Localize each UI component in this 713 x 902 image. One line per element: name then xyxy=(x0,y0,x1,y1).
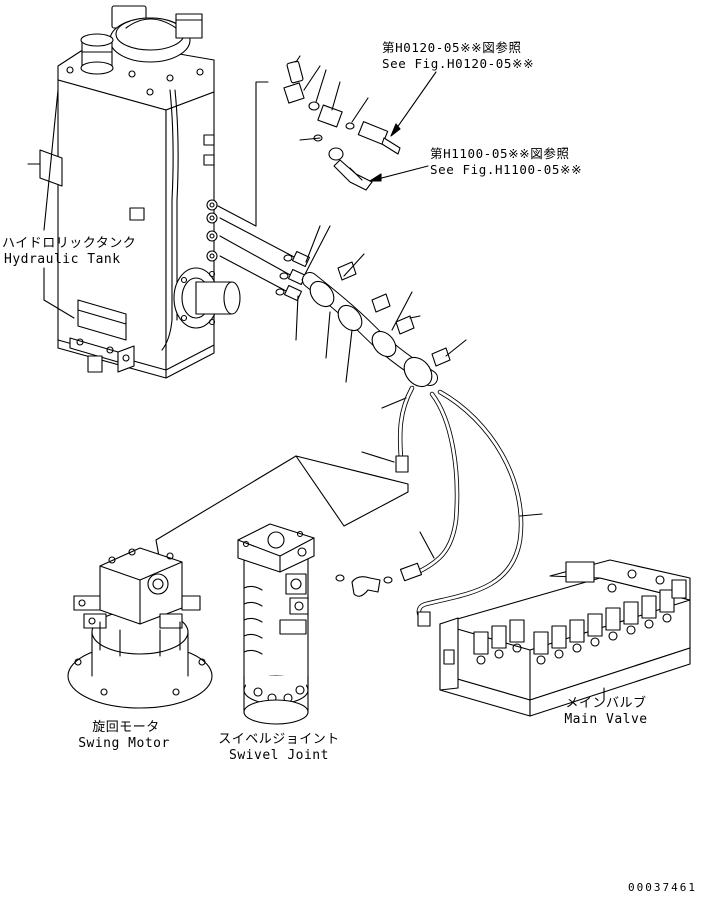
valve-spools xyxy=(474,590,674,664)
hose-bundle xyxy=(305,254,466,392)
tank-ports xyxy=(207,200,217,261)
hydraulic-tank-drawing xyxy=(40,6,240,378)
swivel-joint-label-en: Swivel Joint xyxy=(229,748,329,763)
leader-tank-top xyxy=(44,90,58,230)
reference-1-en: See Fig.H0120-05※※ xyxy=(382,56,535,71)
hydraulic-tank-label-jp: ハイドロリックタンク xyxy=(2,236,137,251)
swing-motor-label-jp: 旋回モータ xyxy=(92,720,160,735)
main-valve-label-en: Main Valve xyxy=(564,712,648,727)
hoses xyxy=(336,388,542,626)
reference-1-jp: 第H0120-05※※図参照 xyxy=(382,40,522,55)
main-valve-label-jp: メインバルブ xyxy=(565,696,647,711)
reference-2-en: See Fig.H1100-05※※ xyxy=(430,162,583,177)
drain-line-outline xyxy=(296,456,408,526)
tank-port-fittings xyxy=(220,218,330,340)
hydraulic-tank-label-en: Hydraulic Tank xyxy=(4,252,121,267)
return-line-parts xyxy=(218,56,436,226)
swivel-joint-label-jp: スイベルジョイント xyxy=(218,732,340,747)
swing-motor-label-en: Swing Motor xyxy=(78,736,170,751)
main-valve-drawing xyxy=(440,560,690,716)
swing-motor-drawing xyxy=(68,548,212,708)
reference-2-jp: 第H1100-05※※図参照 xyxy=(430,146,570,161)
drawing-number: 00037461 xyxy=(628,881,697,894)
swivel-joint-drawing xyxy=(238,524,314,724)
leader-tank-bottom-2 xyxy=(44,300,74,318)
